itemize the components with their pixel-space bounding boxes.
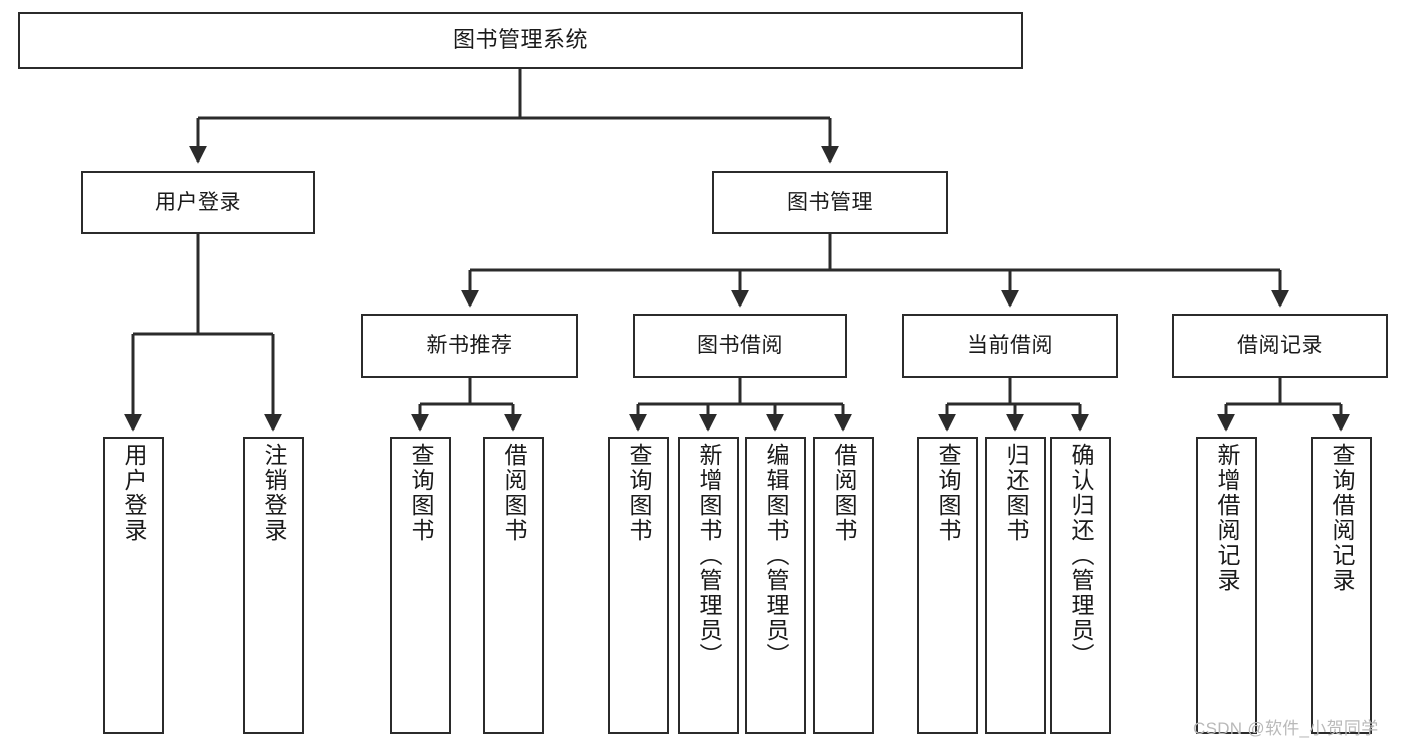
- node-label: 借阅图书: [831, 443, 857, 543]
- node-label: 图书管理: [787, 190, 873, 214]
- leaf-new-book-query[interactable]: 查询图书: [390, 437, 451, 734]
- leaf-user-login-signout[interactable]: 注销登录: [243, 437, 304, 734]
- leaf-borrow-record-add[interactable]: 新增借阅记录: [1196, 437, 1257, 734]
- node-label: 编辑图书（管理员）: [763, 443, 789, 668]
- node-label: 查询借阅记录: [1329, 443, 1355, 593]
- node-label: 查询图书: [626, 443, 652, 543]
- node-label: 用户登录: [121, 443, 147, 543]
- node-label: 查询图书: [408, 443, 434, 543]
- node-label: 归还图书: [1003, 443, 1029, 543]
- node-label: 当前借阅: [967, 334, 1053, 358]
- node-label: 借阅记录: [1237, 334, 1323, 358]
- node-label: 新增借阅记录: [1214, 443, 1240, 593]
- node-borrow-records[interactable]: 借阅记录: [1172, 314, 1388, 378]
- leaf-book-borrow-lend[interactable]: 借阅图书: [813, 437, 874, 734]
- leaf-current-borrow-return[interactable]: 归还图书: [985, 437, 1046, 734]
- node-label: 新书推荐: [426, 334, 513, 358]
- node-book-management[interactable]: 图书管理: [712, 171, 948, 234]
- leaf-new-book-borrow[interactable]: 借阅图书: [483, 437, 544, 734]
- node-label: 图书借阅: [697, 334, 783, 358]
- node-new-book-recommend[interactable]: 新书推荐: [361, 314, 578, 378]
- leaf-user-login-signin[interactable]: 用户登录: [103, 437, 164, 734]
- leaf-current-borrow-query[interactable]: 查询图书: [917, 437, 978, 734]
- node-book-borrow[interactable]: 图书借阅: [633, 314, 847, 378]
- csdn-watermark: CSDN @软件_小贺同学: [1193, 719, 1379, 738]
- node-label: 查询图书: [935, 443, 961, 543]
- node-label: 确认归还（管理员）: [1068, 443, 1094, 668]
- node-root-system[interactable]: 图书管理系统: [18, 12, 1023, 69]
- leaf-book-borrow-edit[interactable]: 编辑图书（管理员）: [745, 437, 806, 734]
- leaf-borrow-record-query[interactable]: 查询借阅记录: [1311, 437, 1372, 734]
- leaf-current-borrow-confirm-return[interactable]: 确认归还（管理员）: [1050, 437, 1111, 734]
- node-label: 新增图书（管理员）: [696, 443, 722, 668]
- node-label: 用户登录: [155, 190, 241, 214]
- node-label: 图书管理系统: [452, 27, 588, 53]
- leaf-book-borrow-query[interactable]: 查询图书: [608, 437, 669, 734]
- node-current-borrow[interactable]: 当前借阅: [902, 314, 1118, 378]
- leaf-book-borrow-add[interactable]: 新增图书（管理员）: [678, 437, 739, 734]
- node-user-login[interactable]: 用户登录: [81, 171, 315, 234]
- node-label: 注销登录: [261, 443, 287, 543]
- node-label: 借阅图书: [501, 443, 527, 543]
